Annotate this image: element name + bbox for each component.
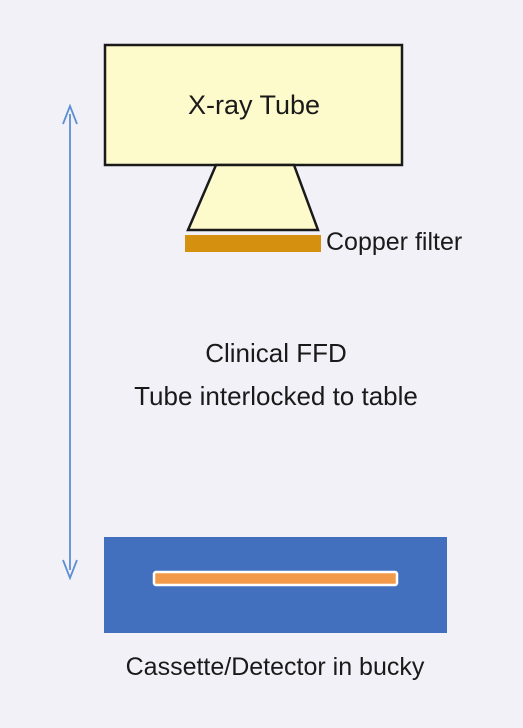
copper-filter [185,235,321,252]
xray-tube-box [103,43,404,167]
collimator-cone [186,163,320,232]
ffd-double-arrow [62,103,78,581]
detector-strip [152,570,399,587]
copper-filter-label: Copper filter [326,228,462,256]
xray-tube-label: X-ray Tube [188,90,320,120]
detector-label: Cassette/Detector in bucky [126,653,425,681]
interlock-label: Tube interlocked to table [134,381,418,411]
ffd-label: Clinical FFD [205,338,347,368]
